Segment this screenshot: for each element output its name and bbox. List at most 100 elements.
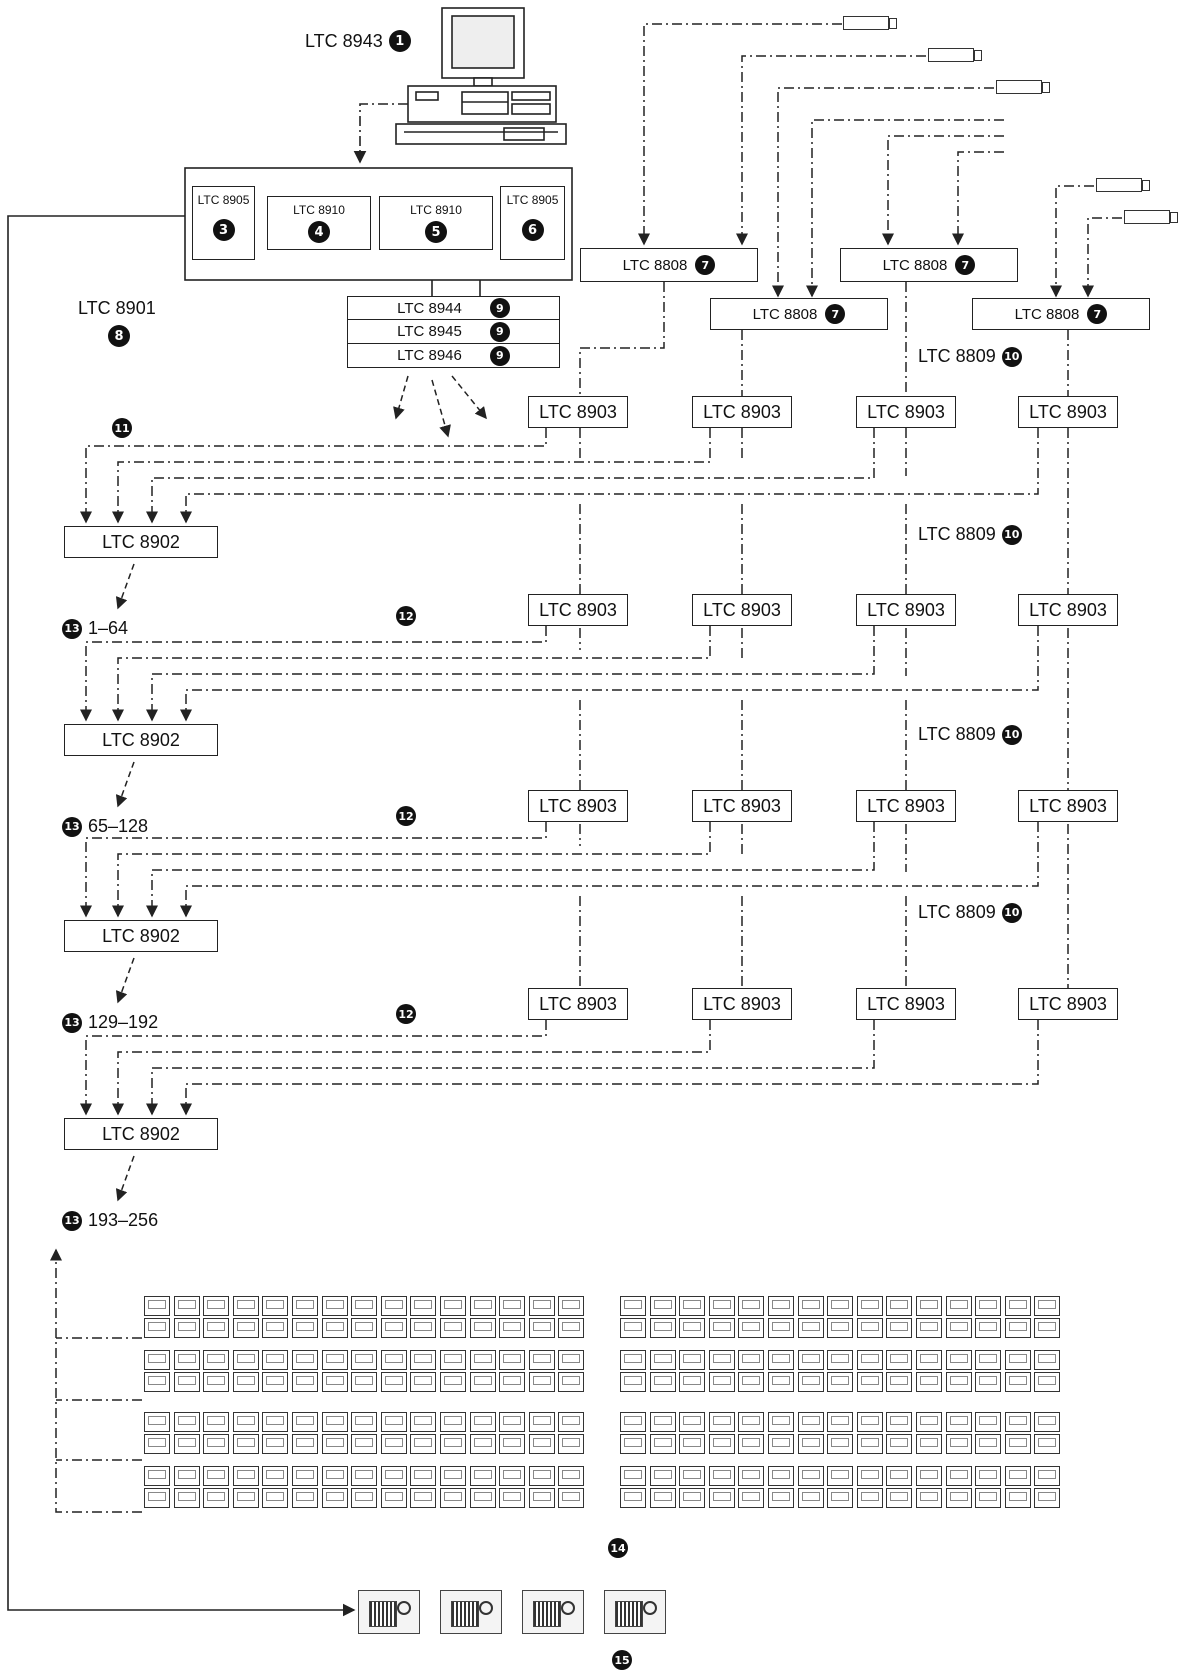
monitor-icon [292, 1466, 318, 1486]
module-8808: LTC 8808 7 [840, 248, 1018, 282]
monitor-icon [499, 1350, 526, 1370]
monitor-icon [558, 1372, 585, 1392]
monitor-icon [558, 1318, 585, 1338]
monitor-icon [144, 1318, 170, 1338]
monitor-icon [856, 1434, 883, 1454]
monitor-icon [380, 1434, 407, 1454]
monitor-icon [856, 1350, 883, 1370]
monitor-icon [528, 1296, 555, 1316]
monitor-icon [679, 1350, 706, 1370]
module-8903: LTC 8903 [692, 988, 792, 1020]
monitor-icon [440, 1350, 466, 1370]
module-8903-label: LTC 8903 [539, 993, 617, 1014]
callout-11-wrap: 11 [112, 418, 132, 438]
module-8808-label: LTC 8808 [882, 256, 948, 274]
label-8809-text: LTC 8809 [918, 724, 996, 744]
monitor-icon [321, 1488, 348, 1508]
monitor-icon [144, 1434, 170, 1454]
monitor-icon [203, 1318, 230, 1338]
monitor-icon [916, 1318, 942, 1338]
peripheral-label: LTC 8944 [397, 299, 462, 317]
monitor-icon [797, 1372, 824, 1392]
keyboard-icon [358, 1590, 420, 1634]
module-8903: LTC 8903 [856, 594, 956, 626]
monitor-icon [262, 1412, 289, 1432]
callout-10: 10 [1001, 346, 1022, 367]
bay-label-text: LTC 8901 [78, 298, 156, 318]
monitor-icon [410, 1488, 437, 1508]
monitor-icon [321, 1412, 348, 1432]
module-8902-label: LTC 8902 [102, 531, 180, 552]
monitor-icon [768, 1318, 794, 1338]
monitor-icon [768, 1434, 794, 1454]
monitor-icon [827, 1412, 854, 1432]
module-8903-label: LTC 8903 [867, 795, 945, 816]
monitor-icon [827, 1466, 854, 1486]
monitor-icon [1034, 1434, 1061, 1454]
monitor-icon [469, 1434, 496, 1454]
monitor-icon [649, 1318, 676, 1338]
monitor-icon [827, 1350, 854, 1370]
monitor-icon [1034, 1296, 1061, 1316]
console-unit-a-label: LTC 8905 [197, 193, 250, 207]
camera-icon [843, 16, 897, 30]
monitor-icon [679, 1296, 706, 1316]
module-8903-label: LTC 8903 [703, 993, 781, 1014]
monitor-icon [410, 1466, 437, 1486]
monitor-icon [410, 1412, 437, 1432]
monitor-icon [975, 1372, 1002, 1392]
monitor-icon [292, 1412, 318, 1432]
monitor-icon [1034, 1350, 1061, 1370]
monitor-icon [768, 1412, 794, 1432]
monitor-icon [558, 1488, 585, 1508]
monitor-icon [856, 1296, 883, 1316]
monitor-icon [975, 1412, 1002, 1432]
monitor-icon [916, 1434, 942, 1454]
monitor-icon [440, 1296, 466, 1316]
monitor-icon [708, 1466, 735, 1486]
monitor-icon [351, 1434, 378, 1454]
monitor-icon [649, 1488, 676, 1508]
module-8902: LTC 8902 [64, 1118, 218, 1150]
monitor-icon [380, 1350, 407, 1370]
module-8903: LTC 8903 [528, 790, 628, 822]
monitor-icon [380, 1488, 407, 1508]
callout-10: 10 [1001, 902, 1022, 923]
monitor-icon [886, 1434, 913, 1454]
callout-7: 7 [825, 304, 846, 324]
monitor-icon [528, 1372, 555, 1392]
callout-10: 10 [1001, 724, 1022, 745]
monitor-icon [321, 1372, 348, 1392]
callout-14: 14 [608, 1538, 628, 1558]
monitor-icon [1004, 1488, 1031, 1508]
monitor-icon [708, 1350, 735, 1370]
monitor-range-text: 129–192 [88, 1012, 159, 1032]
monitor-icon [232, 1434, 259, 1454]
monitor-icon [558, 1466, 585, 1486]
monitor-icon [916, 1350, 942, 1370]
console-unit-d-label: LTC 8905 [506, 193, 559, 207]
monitor-icon [232, 1466, 259, 1486]
callout-10: 10 [1001, 524, 1022, 545]
label-8809-text: LTC 8809 [918, 524, 996, 544]
module-8903: LTC 8903 [856, 396, 956, 428]
monitor-icon [886, 1412, 913, 1432]
monitor-icon [738, 1466, 765, 1486]
callout-12: 12 [396, 1004, 416, 1024]
monitor-icon [1034, 1466, 1061, 1486]
monitor-icon [292, 1434, 318, 1454]
monitor-icon [144, 1350, 170, 1370]
module-8808: LTC 8808 7 [580, 248, 758, 282]
monitor-icon [410, 1434, 437, 1454]
monitor-icon [499, 1372, 526, 1392]
module-8903: LTC 8903 [1018, 988, 1118, 1020]
console-unit-c-label: LTC 8910 [410, 203, 462, 217]
monitor-icon [856, 1466, 883, 1486]
monitor-icon [827, 1488, 854, 1508]
